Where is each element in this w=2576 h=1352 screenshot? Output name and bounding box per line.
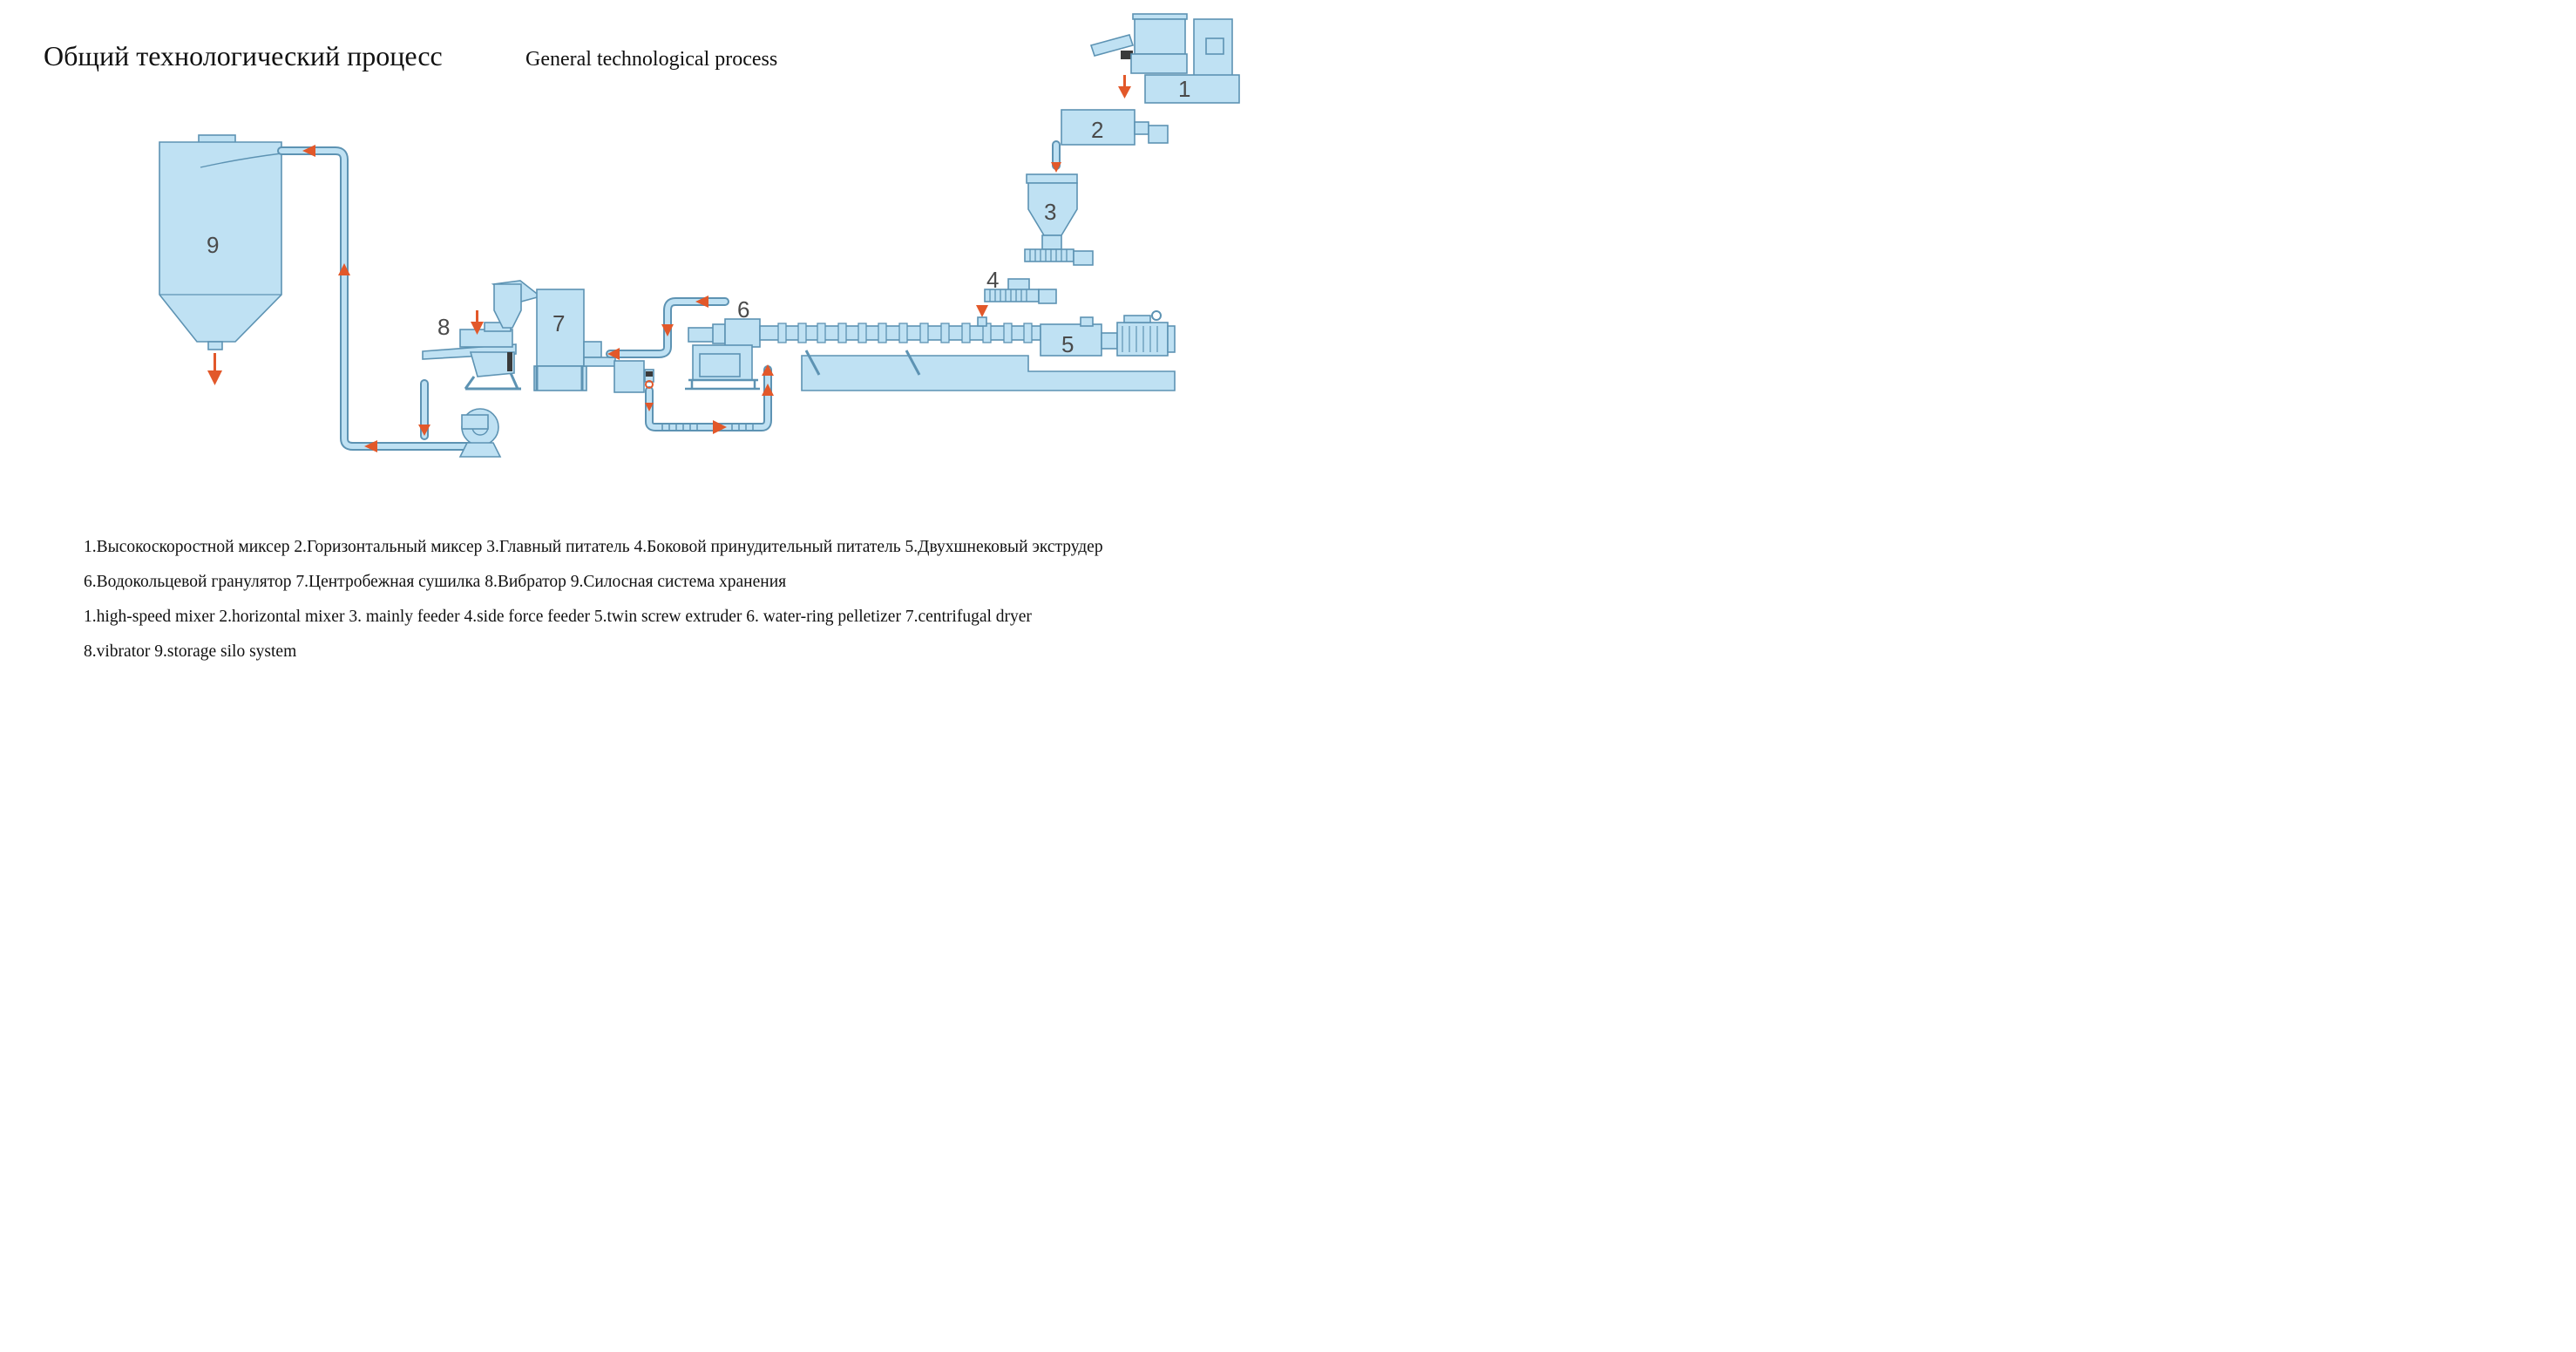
side-force-feeder-4 bbox=[976, 278, 1057, 327]
flow-arrow-water-up-top bbox=[762, 364, 774, 376]
legend-line-3: 1.high-speed mixer 2.horizontal mixer 3.… bbox=[84, 608, 1032, 626]
flow-arrow-water-up bbox=[762, 384, 774, 396]
vibrator-inlet-arrow bbox=[471, 310, 484, 335]
unit-number-7: 7 bbox=[552, 310, 565, 336]
unit-number-2: 2 bbox=[1091, 117, 1103, 143]
flow-arrow-up-pipe bbox=[338, 263, 350, 275]
conveying-blower bbox=[458, 408, 502, 458]
main-feeder-3 bbox=[1024, 173, 1094, 266]
flow-arrow-to-pelletizer-line bbox=[695, 296, 708, 308]
flow-arrow-into-dryer bbox=[607, 348, 620, 360]
water-tank bbox=[613, 360, 654, 393]
legend-line-4: 8.vibrator 9.storage silo system bbox=[84, 642, 297, 661]
water-line-dashes bbox=[661, 423, 754, 431]
title-russian: Общий технологический процесс bbox=[44, 40, 443, 71]
horizontal-mixer-2 bbox=[1051, 109, 1169, 173]
silo-outlet-arrow bbox=[207, 353, 222, 385]
legend-line-2: 6.Водокольцевой гранулятор 7.Центробежна… bbox=[84, 573, 787, 591]
twin-screw-extruder-5 bbox=[759, 310, 1176, 391]
centrifugal-dryer-7 bbox=[491, 280, 616, 391]
unit-number-5: 5 bbox=[1061, 331, 1074, 357]
unit-number-1: 1 bbox=[1178, 76, 1190, 102]
silo-9 bbox=[159, 134, 282, 350]
unit-number-9: 9 bbox=[207, 232, 219, 258]
title-english: General technological process bbox=[525, 48, 778, 71]
water-ring-pelletizer-6 bbox=[685, 318, 761, 391]
flow-arrow-water-right bbox=[713, 420, 727, 434]
flow-arrow-down-to-dryer bbox=[661, 324, 674, 336]
flow-arrow-water-down bbox=[645, 403, 654, 411]
unit-number-3: 3 bbox=[1044, 199, 1056, 225]
unit-number-8: 8 bbox=[437, 314, 450, 340]
water-valve bbox=[645, 380, 654, 389]
vibrator-8 bbox=[422, 322, 521, 391]
unit-number-4: 4 bbox=[986, 267, 999, 293]
flow-arrow-pellets-down bbox=[418, 425, 430, 436]
unit-number-6: 6 bbox=[737, 296, 749, 323]
flow-arrow-conveying-left bbox=[364, 440, 377, 452]
high-speed-mixer-1 bbox=[1089, 13, 1240, 104]
flow-arrow-into-silo bbox=[302, 145, 315, 157]
process-flow-diagram: .eq { fill: #bfe1f3; stroke: #5d93b3; st… bbox=[159, 13, 1240, 458]
legend-line-1: 1.Высокоскоростной миксер 2.Горизонтальн… bbox=[84, 538, 1103, 556]
